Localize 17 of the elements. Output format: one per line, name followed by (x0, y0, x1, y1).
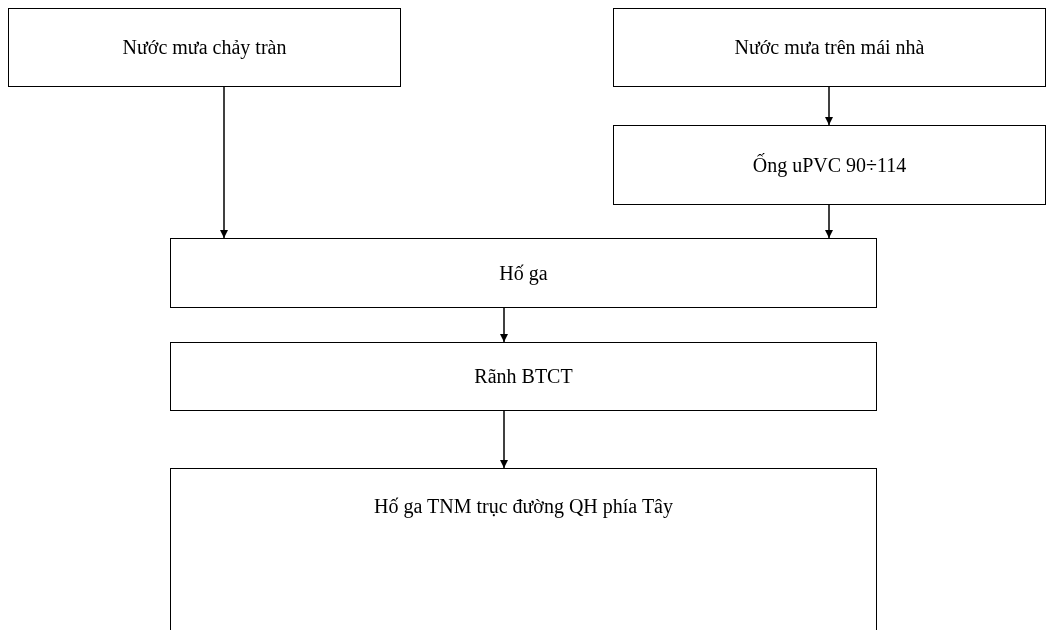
box-label: Nước mưa trên mái nhà (734, 36, 925, 59)
arrow (500, 307, 508, 343)
arrow (220, 86, 228, 239)
process-box (613, 125, 1046, 205)
process-box (8, 8, 401, 87)
box-label: Hố ga (499, 261, 548, 285)
arrow (825, 204, 833, 239)
box-label: Hố ga TNM trục đường QH phía Tây (374, 495, 673, 518)
arrow (825, 86, 833, 126)
process-box (170, 468, 877, 630)
process-box (613, 8, 1046, 87)
process-box (170, 342, 877, 411)
process-box (170, 238, 877, 308)
box-label: Rãnh BTCT (474, 365, 573, 388)
arrow (500, 410, 508, 469)
box-label: Nước mưa chảy tràn (122, 36, 287, 59)
box-label: Ống uPVC 90÷114 (752, 153, 907, 177)
